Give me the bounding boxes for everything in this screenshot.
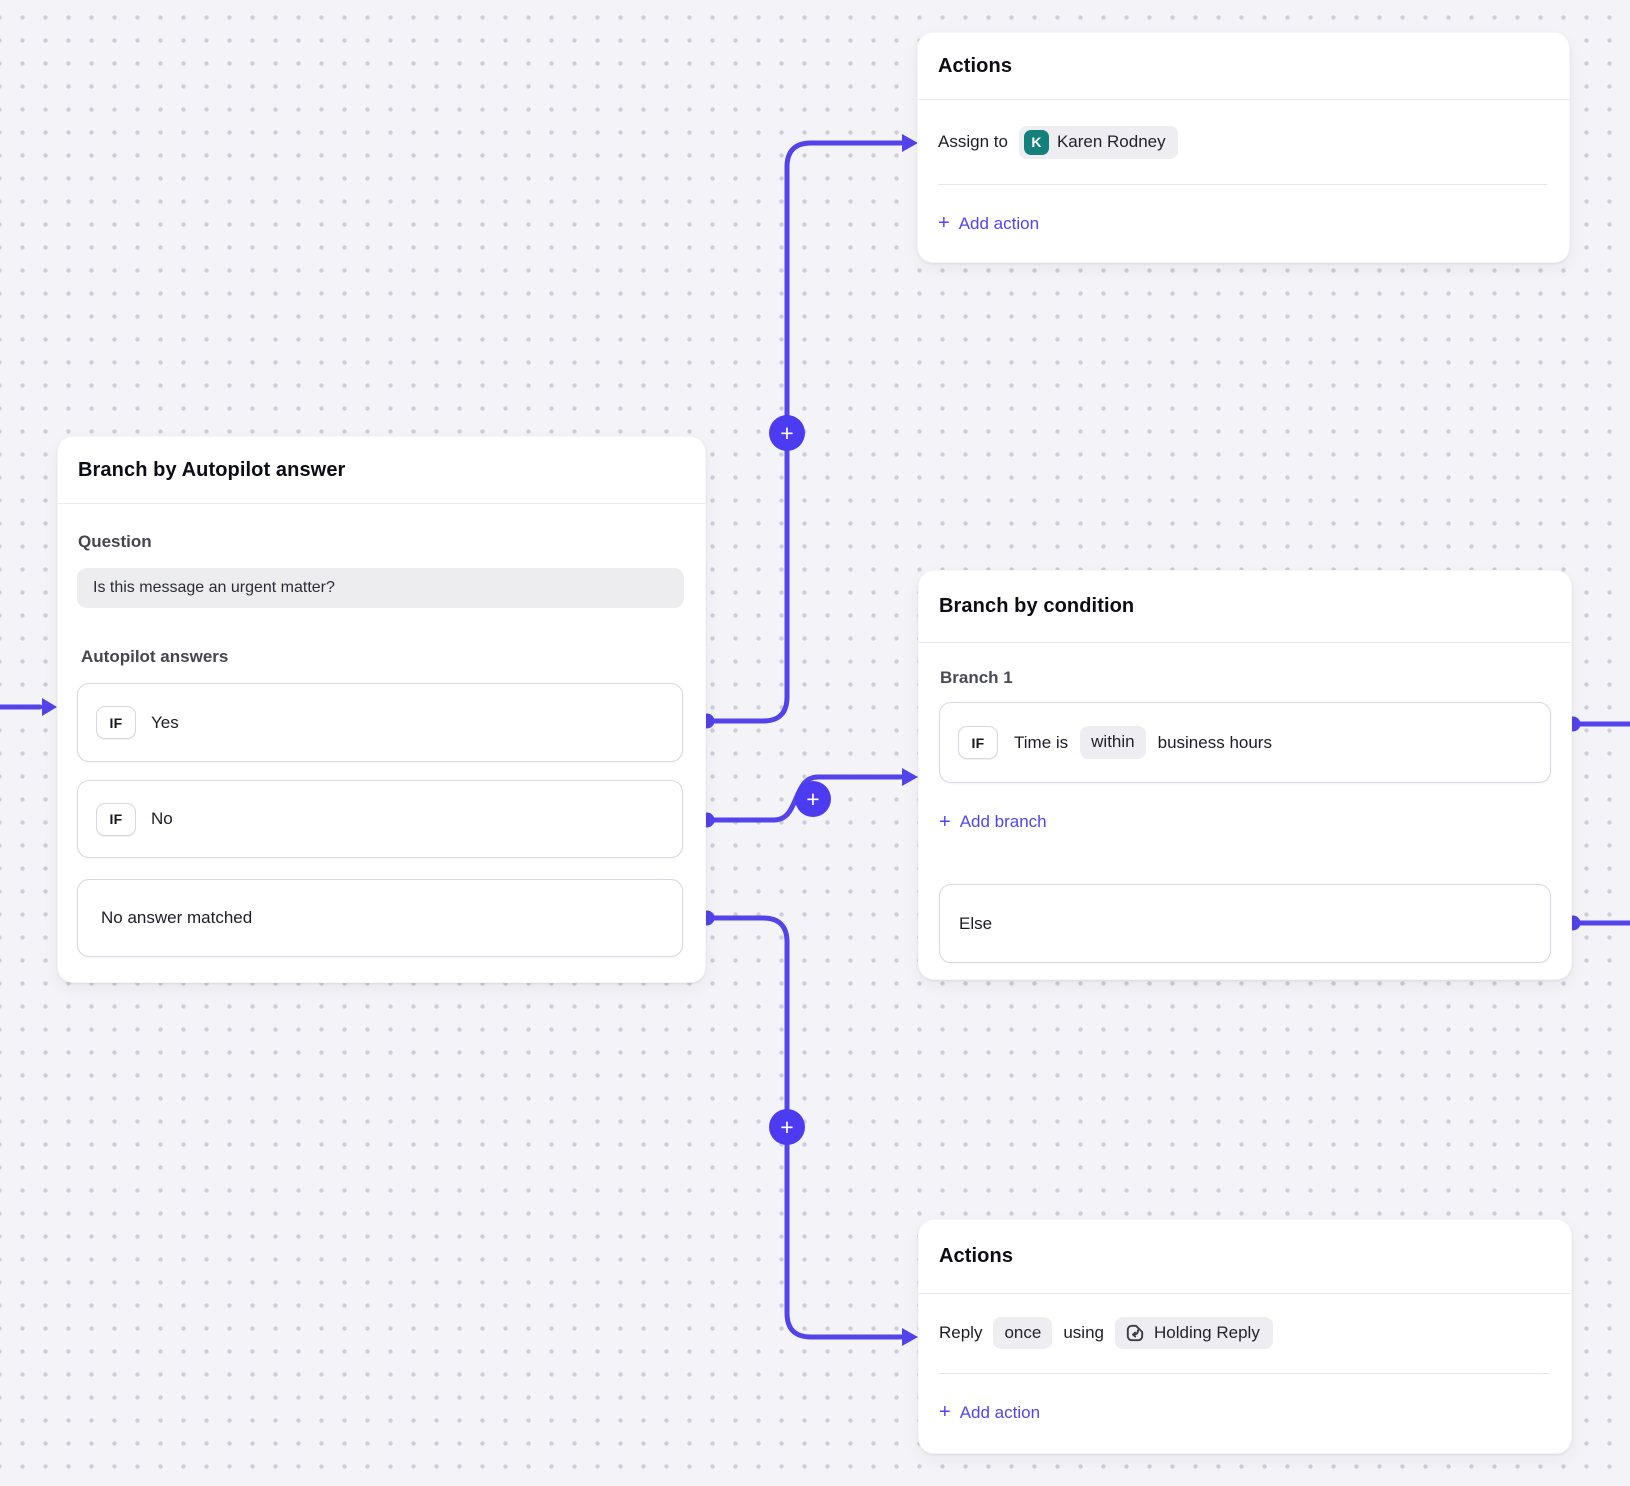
actions-reply-node[interactable]: Actions Reply once using Holding Reply +… (918, 1219, 1572, 1454)
if-chip: IF (96, 802, 136, 836)
plus-icon: + (939, 810, 951, 833)
add-node-on-yes-edge-button[interactable]: + (769, 415, 805, 451)
assign-to-label: Assign to (938, 132, 1008, 151)
no-answer-matched-label: No answer matched (101, 908, 253, 927)
if-chip: IF (96, 706, 136, 739)
add-action-button[interactable]: + Add action (939, 1401, 1041, 1423)
else-label: Else (959, 913, 993, 933)
question-input[interactable]: Is this message an urgent matter? (77, 568, 684, 608)
answer-label: No (151, 809, 173, 828)
plus-icon: + (939, 1401, 951, 1423)
divider (938, 184, 1547, 185)
edge-yes-arrowhead (902, 134, 918, 152)
add-branch-button[interactable]: + Add branch (939, 812, 1047, 832)
assignee-name: Karen Rodney (1056, 131, 1166, 151)
add-branch-label: Add branch (959, 812, 1047, 831)
node-title: Actions (918, 33, 1569, 100)
edge-no-arrowhead (902, 768, 918, 786)
answer-row-yes[interactable]: IF Yes (77, 683, 683, 762)
node-title: Branch by condition (919, 571, 1571, 643)
macro-chip[interactable]: Holding Reply (1114, 1316, 1273, 1350)
add-action-label: Add action (959, 1402, 1041, 1422)
reply-frequency-chip[interactable]: once (993, 1316, 1053, 1350)
branch-1-label: Branch 1 (940, 668, 1013, 687)
edge-incoming-arrowhead (42, 698, 57, 716)
autopilot-branch-node[interactable]: Branch by Autopilot answer Question Is t… (57, 436, 706, 983)
answer-row-no[interactable]: IF No (77, 780, 683, 858)
saved-reply-icon (1126, 1324, 1144, 1342)
answer-label: Yes (151, 712, 179, 732)
no-answer-matched-row[interactable]: No answer matched (77, 879, 683, 957)
condition-post-text: business hours (1157, 732, 1272, 752)
add-node-on-no-edge-button[interactable]: + (795, 781, 831, 817)
condition-operator-chip[interactable]: within (1080, 726, 1146, 759)
autopilot-answers-label: Autopilot answers (81, 647, 229, 666)
actions-assign-node[interactable]: Actions Assign to K Karen Rodney + Add a… (917, 32, 1570, 263)
add-node-on-nomatch-edge-button[interactable]: + (769, 1109, 805, 1145)
add-action-button[interactable]: + Add action (938, 212, 1040, 234)
plus-icon: + (938, 212, 950, 234)
plus-icon: + (780, 419, 794, 446)
node-title: Actions (919, 1220, 1571, 1294)
plus-icon: + (780, 1113, 794, 1140)
reply-label: Reply (939, 1323, 983, 1342)
node-title: Branch by Autopilot answer (58, 437, 705, 504)
condition-pre-text: Time is (1014, 732, 1069, 752)
macro-name: Holding Reply (1153, 1322, 1260, 1342)
divider (939, 1373, 1549, 1374)
add-action-label: Add action (958, 213, 1040, 233)
using-label: using (1063, 1323, 1104, 1342)
question-value: Is this message an urgent matter? (93, 579, 335, 596)
assignee-avatar: K (1023, 129, 1049, 155)
if-chip: IF (958, 726, 998, 759)
question-label: Question (78, 532, 152, 551)
condition-row[interactable]: IF Time is within business hours (939, 702, 1551, 783)
assignee-chip[interactable]: K Karen Rodney (1018, 125, 1178, 159)
condition-branch-node[interactable]: Branch by condition Branch 1 IF Time is … (918, 570, 1572, 980)
plus-icon: + (806, 785, 820, 812)
edge-nomatch-arrowhead (902, 1328, 918, 1346)
else-row[interactable]: Else (939, 884, 1551, 963)
